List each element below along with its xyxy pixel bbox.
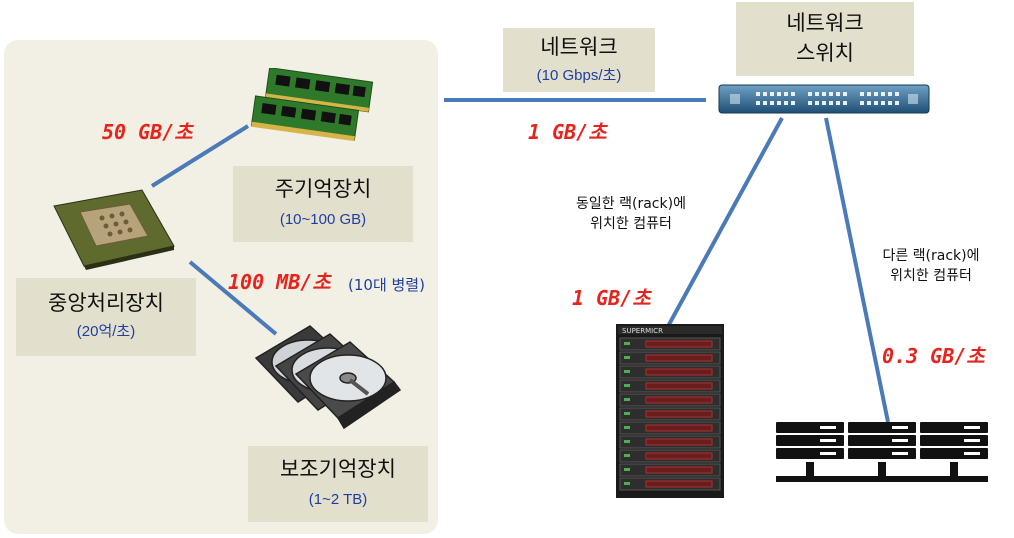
- server-stand: [950, 462, 958, 478]
- rack-unit-led: [624, 384, 630, 387]
- same-rack-note-line2: 위치한 컴퓨터: [590, 216, 672, 232]
- disk-label: 보조기억장치 (1~2 TB): [248, 446, 428, 522]
- server-unit: [776, 422, 844, 433]
- cpu-memory-speed: 50 GB/초: [102, 120, 193, 144]
- rack-unit-drive-bay: [645, 368, 713, 376]
- rack-unit-led: [624, 482, 630, 485]
- server-base: [776, 476, 988, 482]
- server-rack-icon: SUPERMICR: [616, 324, 724, 498]
- rack-unit-led: [624, 426, 630, 429]
- cpu-disk-parallel: (10대 병렬): [348, 276, 425, 294]
- server-unit: [848, 435, 916, 446]
- rack-unit-drive-bay: [645, 382, 713, 390]
- other-rack-note-line2: 위치한 컴퓨터: [890, 268, 972, 284]
- cpu-chip-icon: [53, 189, 175, 270]
- server-brand: SUPERMICR: [622, 327, 663, 335]
- hard-disk-icon: [254, 325, 402, 430]
- server-unit: [776, 448, 844, 459]
- memory-spec: (10~100 GB): [279, 211, 367, 228]
- cpu-disk-speed: 100 MB/초: [228, 270, 331, 294]
- rack-unit-led: [624, 412, 630, 415]
- same-rack-note-line1: 동일한 랙(rack)에: [576, 196, 686, 212]
- ram-module-icon: [250, 68, 374, 142]
- other-rack-note-line1: 다른 랙(rack)에: [882, 248, 980, 264]
- other-rack-speed: 0.3 GB/초: [882, 344, 985, 368]
- server-unit: [848, 422, 916, 433]
- rack-unit-led: [624, 356, 630, 359]
- server-unit-slot: [892, 452, 908, 455]
- server-unit-slot: [964, 426, 980, 429]
- cpu-name: 중앙처리장치: [48, 291, 164, 315]
- network-switch-icon: [718, 84, 930, 114]
- rack-unit-led: [624, 454, 630, 457]
- switch-line2: 스위치: [796, 41, 854, 65]
- rack-unit-led: [624, 342, 630, 345]
- server-unit: [920, 435, 988, 446]
- same-rack-speed: 1 GB/초: [572, 286, 651, 310]
- rack-unit-led: [624, 370, 630, 373]
- same-rack-link: [664, 117, 784, 331]
- server-unit: [920, 422, 988, 433]
- network-name: 네트워크: [540, 35, 618, 59]
- other-rack-note: 다른 랙(rack)에 위치한 컴퓨터: [856, 246, 1006, 286]
- rack-unit-drive-bay: [645, 452, 713, 460]
- rack-unit-led: [624, 440, 630, 443]
- rack-unit-drive-bay: [645, 354, 713, 362]
- server-unit-slot: [820, 452, 836, 455]
- switch-label: 네트워크 스위치: [736, 2, 914, 76]
- cpu-spec: (20억/초): [76, 323, 136, 340]
- rack-unit-led: [624, 468, 630, 471]
- network-label: 네트워크 (10 Gbps/초): [503, 28, 655, 92]
- server-unit: [776, 435, 844, 446]
- server-unit-slot: [892, 426, 908, 429]
- other-rack-link: [824, 117, 890, 423]
- rack-unit-drive-bay: [645, 480, 713, 488]
- server-stand: [806, 462, 814, 478]
- memory-label: 주기억장치 (10~100 GB): [233, 166, 413, 242]
- rack-unit-drive-bay: [645, 396, 713, 404]
- server-group-icon: [776, 422, 988, 482]
- server-unit-slot: [892, 439, 908, 442]
- rack-unit-led: [624, 398, 630, 401]
- switch-line1: 네트워크: [786, 11, 864, 35]
- server-unit: [920, 448, 988, 459]
- server-stand: [878, 462, 886, 478]
- disk-name: 보조기억장치: [280, 457, 396, 481]
- server-unit-slot: [964, 439, 980, 442]
- memory-name: 주기억장치: [274, 177, 372, 201]
- rack-unit-drive-bay: [645, 424, 713, 432]
- disk-spec: (1~2 TB): [308, 491, 368, 508]
- rack-unit-drive-bay: [645, 466, 713, 474]
- cpu-disk-link: [188, 260, 278, 336]
- network-spec: (10 Gbps/초): [536, 67, 622, 84]
- cpu-memory-link: [150, 124, 250, 188]
- server-unit: [848, 448, 916, 459]
- server-unit-slot: [820, 439, 836, 442]
- server-unit-slot: [964, 452, 980, 455]
- server-unit-slot: [820, 426, 836, 429]
- rack-unit-drive-bay: [645, 340, 713, 348]
- rack-unit-drive-bay: [645, 410, 713, 418]
- cpu-label: 중앙처리장치 (20억/초): [16, 278, 196, 356]
- same-rack-note: 동일한 랙(rack)에 위치한 컴퓨터: [556, 194, 706, 234]
- network-speed: 1 GB/초: [528, 120, 607, 144]
- rack-unit-drive-bay: [645, 438, 713, 446]
